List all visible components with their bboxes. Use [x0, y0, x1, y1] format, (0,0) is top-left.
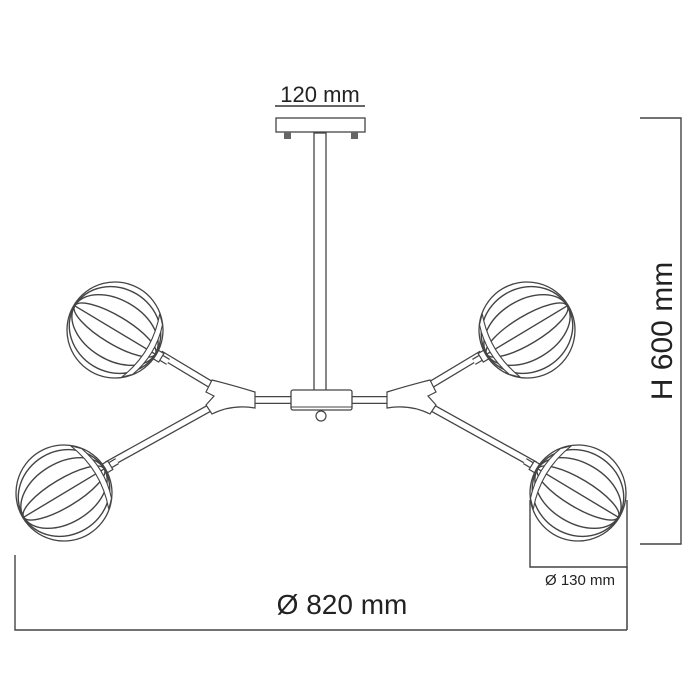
globe-shade-bottom-left [0, 420, 142, 559]
shade-diameter-dimension-line [529, 500, 628, 568]
shade-diameter-label: Ø 130 mm [545, 572, 615, 589]
globe-shade-bottom-right [500, 420, 644, 559]
globe-shade-top-right [449, 264, 593, 403]
ceiling-canopy [275, 117, 366, 133]
height-dimension-line [640, 117, 682, 545]
globe-shade-top-left [49, 264, 193, 403]
overall-diameter-dimension-line [14, 555, 627, 631]
height-label: H 600 mm [646, 262, 679, 400]
canopy-screw-right [351, 132, 358, 139]
hub-finial [315, 410, 327, 422]
central-hub [290, 389, 353, 411]
suspension-rod [313, 132, 327, 392]
overall-diameter-label: Ø 820 mm [277, 589, 408, 620]
canopy-screw-left [284, 132, 291, 139]
canopy-width-label: 120 mm [280, 82, 359, 107]
